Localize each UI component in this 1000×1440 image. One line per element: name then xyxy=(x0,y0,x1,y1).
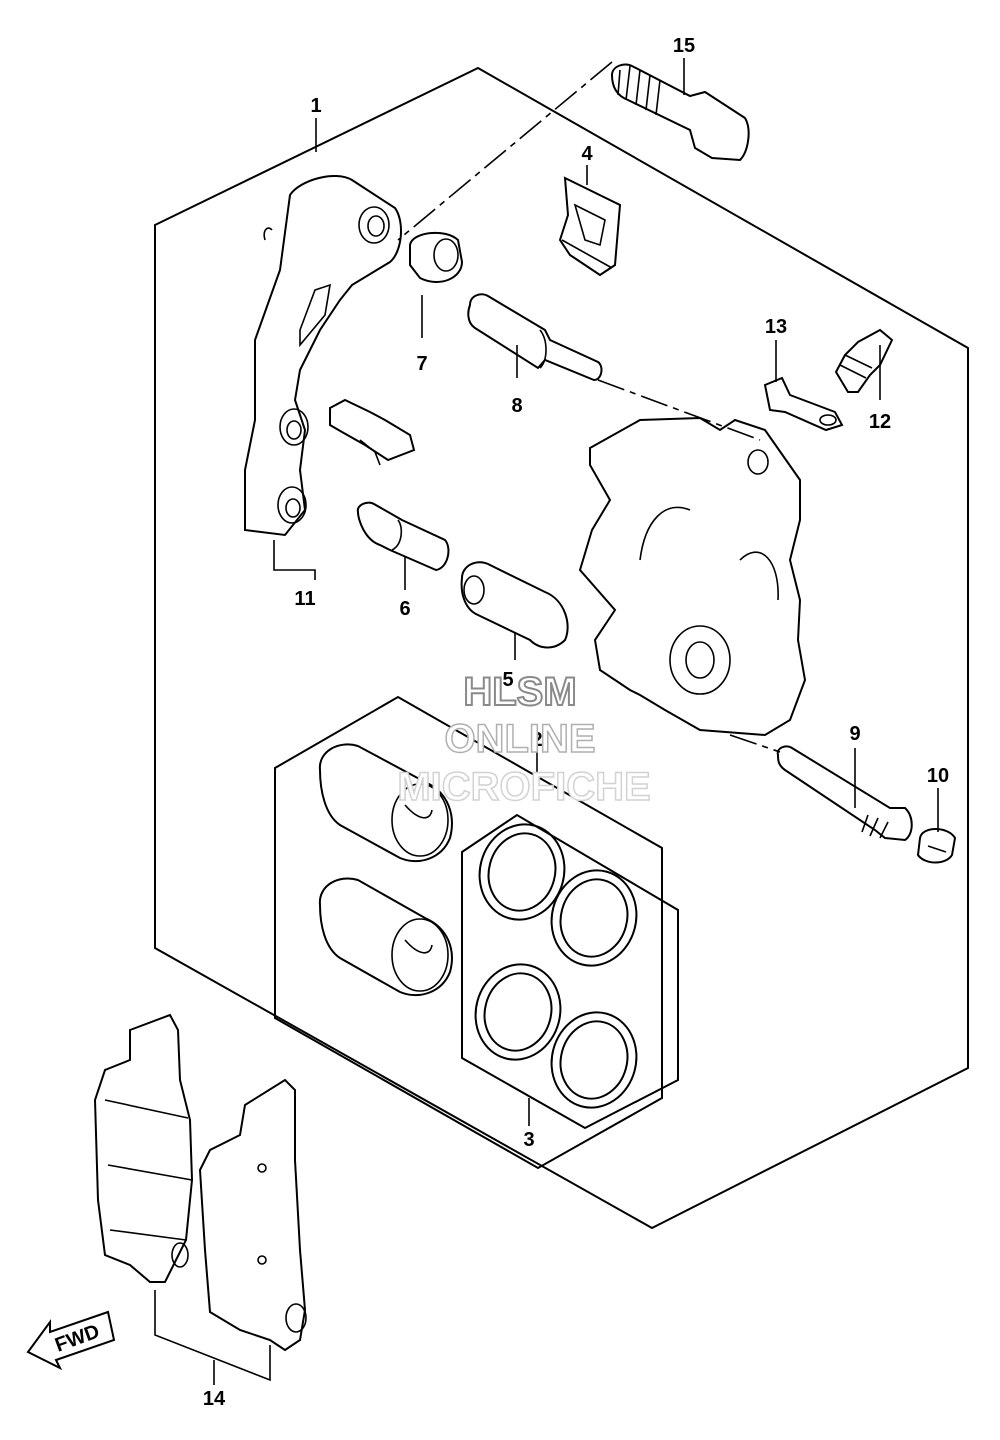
callout-15: 15 xyxy=(673,35,695,57)
callout-5: 5 xyxy=(502,669,513,691)
callout-9: 9 xyxy=(849,723,860,745)
callout-4: 4 xyxy=(581,143,593,165)
pad-pin-plug xyxy=(916,828,957,864)
callout-8: 8 xyxy=(511,395,522,417)
brake-pad-front xyxy=(198,1078,307,1352)
alignment-lines xyxy=(397,61,781,753)
watermark-line-2: ONLINE xyxy=(444,717,595,761)
boot xyxy=(409,231,464,283)
piston-seal-kit-outline xyxy=(274,695,663,1170)
sliding-pin-8 xyxy=(467,293,603,382)
callout-6: 6 xyxy=(399,598,410,620)
callout-12: 12 xyxy=(869,411,891,433)
callout-7: 7 xyxy=(416,353,427,375)
caliper-bolt xyxy=(610,63,750,162)
callout-10: 10 xyxy=(927,765,949,787)
leader-lines xyxy=(154,58,939,1385)
pad-spring xyxy=(558,176,622,277)
seal-set-outline xyxy=(461,813,679,1130)
brake-pad-rear xyxy=(93,1013,194,1283)
callout-14: 14 xyxy=(203,1388,226,1410)
bleeder-cap xyxy=(763,376,844,432)
fwd-arrow: FWD xyxy=(26,1310,116,1371)
sliding-pin-6 xyxy=(356,501,450,572)
callout-13: 13 xyxy=(765,316,787,338)
pad-pin xyxy=(776,745,913,842)
piston-lower xyxy=(318,877,453,997)
callout-2: 2 xyxy=(531,729,542,751)
callout-3: 3 xyxy=(523,1129,534,1151)
caliper-body xyxy=(578,416,807,737)
watermark-line-3: MICROFICHE xyxy=(397,765,650,809)
callout-1: 1 xyxy=(310,95,321,117)
caliper-assembly-outline xyxy=(154,66,969,1230)
pad-retainer-clip xyxy=(329,398,416,466)
watermark-line-1: HLSM xyxy=(463,670,576,714)
bleeder-valve xyxy=(834,328,894,393)
pin-boot-5 xyxy=(460,561,569,649)
callout-11: 11 xyxy=(294,588,315,610)
caliper-bracket xyxy=(244,175,402,537)
piston-seals xyxy=(474,823,638,1109)
piston-upper xyxy=(318,743,453,863)
